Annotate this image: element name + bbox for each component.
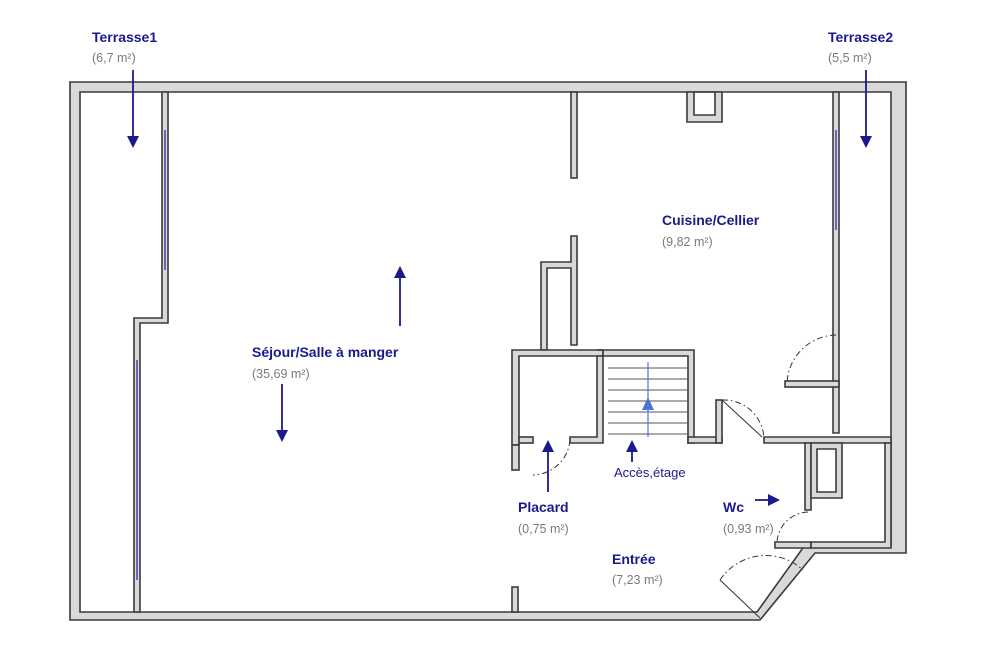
door-cuisine: [721, 399, 765, 441]
arrow-sejour-down: [276, 384, 288, 442]
partition-terrasse2: [832, 91, 840, 434]
wc-walls: [804, 442, 812, 511]
placard-area: (0,75 m²): [518, 522, 569, 536]
door-placard: [532, 439, 571, 476]
exterior-wall: [69, 81, 907, 621]
stairs: [608, 362, 688, 437]
wc-inner: [810, 442, 843, 499]
wall-stair-upper: [540, 235, 578, 351]
placard-jamb: [511, 444, 520, 471]
wall-stub-top: [570, 91, 578, 179]
door-wc: [776, 511, 809, 543]
placard-walls: [511, 349, 604, 446]
cuisine-name: Cuisine/Cellier: [662, 212, 760, 228]
wc-area: (0,93 m²): [723, 522, 774, 536]
duct: [686, 91, 723, 123]
entree-area: (7,23 m²): [612, 573, 663, 587]
terrasse1-name: Terrasse1: [92, 29, 157, 45]
sejour-area: (35,69 m²): [252, 367, 310, 381]
arrow-terrasse1: [127, 70, 139, 148]
stair-enclosure: [597, 349, 695, 444]
arrow-placard: [542, 440, 554, 492]
wall-kitchen-door-jamb: [715, 399, 723, 444]
wc-lower-wall: [774, 541, 812, 549]
terrasse1-area: (6,7 m²): [92, 51, 136, 65]
cuisine-area: (9,82 m²): [662, 235, 713, 249]
sejour-name: Séjour/Salle à manger: [252, 344, 399, 360]
terrasse2-name: Terrasse2: [828, 29, 893, 45]
entree-name: Entrée: [612, 551, 656, 567]
arrow-terrasse2: [860, 70, 872, 148]
door-cellier: [786, 334, 837, 385]
door-entree: [719, 554, 804, 619]
placard-right-wall: [569, 355, 604, 444]
placard-stub: [518, 436, 534, 444]
placard-name: Placard: [518, 499, 569, 515]
wall-stub-bottom: [511, 586, 519, 613]
stairs-label: Accès,étage: [614, 465, 686, 480]
arrow-sejour-up: [394, 266, 406, 326]
wc-name: Wc: [723, 499, 744, 515]
wall-cellier-shelf: [784, 380, 840, 388]
partition-terrasse1: [133, 91, 169, 613]
arrow-wc: [755, 494, 780, 506]
wall-corridor: [763, 436, 892, 444]
arrow-stairs: [626, 440, 638, 462]
terrasse2-area: (5,5 m²): [828, 51, 872, 65]
wc-right-wall: [810, 442, 892, 549]
